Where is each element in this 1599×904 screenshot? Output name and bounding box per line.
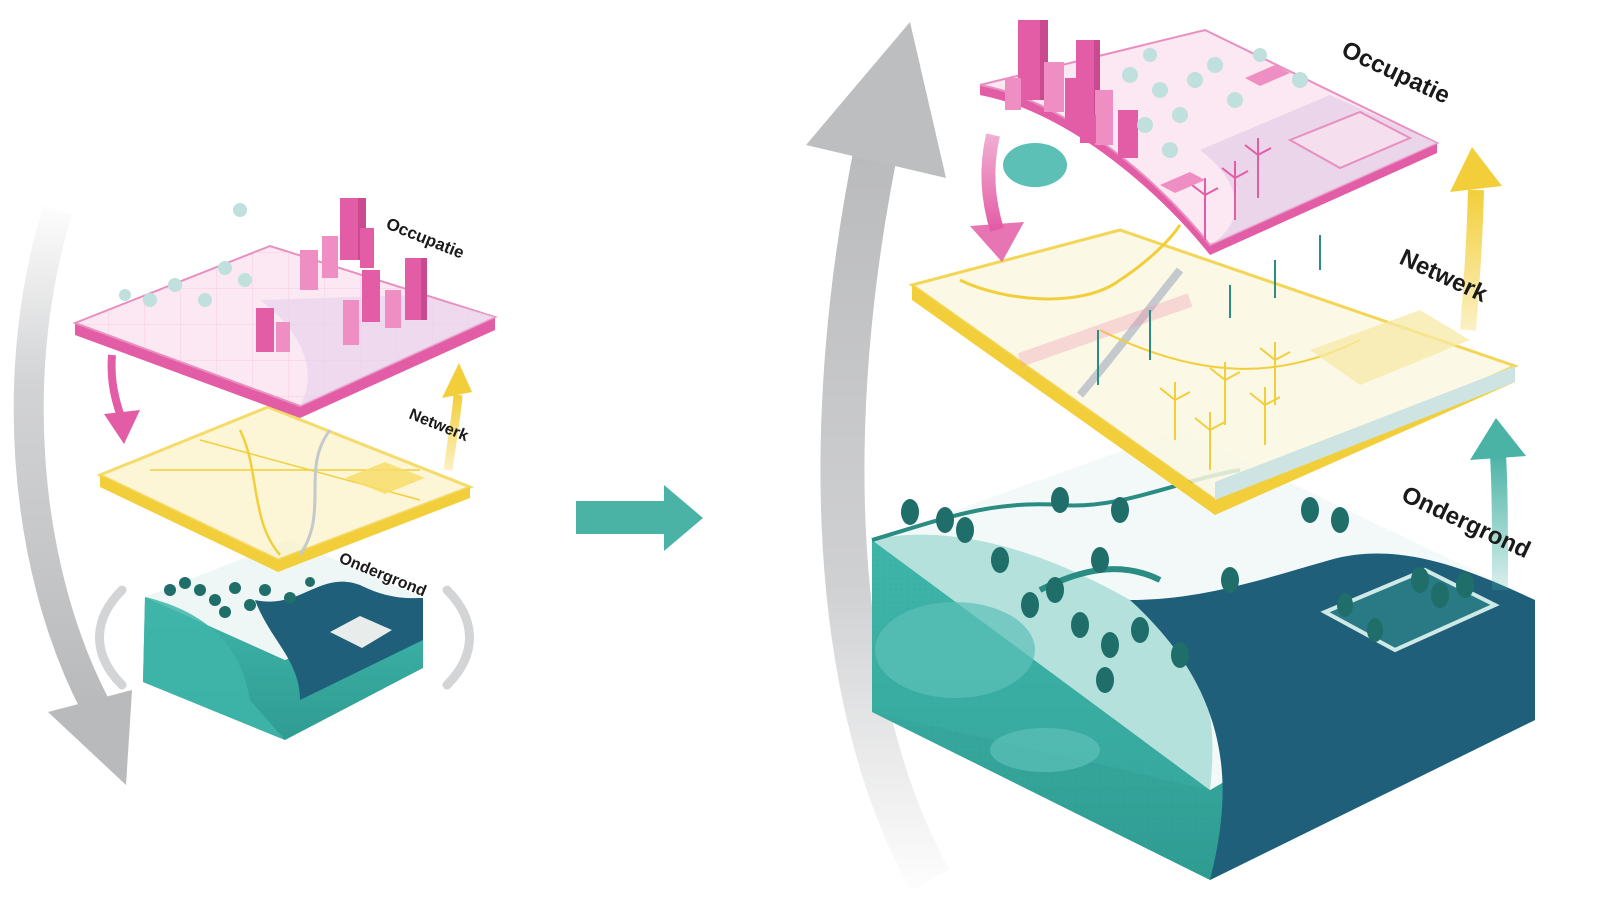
large-stack: Occupatie Netwerk Ondergrond	[806, 20, 1535, 891]
wind-turbine-icon	[1191, 138, 1272, 240]
flow-arrow-down-icon	[104, 354, 140, 444]
building-icon	[256, 198, 427, 352]
small-stack: Occupatie Netwerk Ondergrond	[13, 198, 498, 785]
flow-arrow-up-icon	[1450, 147, 1502, 331]
netwerk-layer-large	[908, 224, 1520, 515]
transition-arrow-icon	[576, 485, 703, 551]
building-icon	[1005, 20, 1138, 158]
tree-icon	[1122, 48, 1308, 158]
ondergrond-layer-large	[871, 430, 1535, 880]
cycle-arrow-icon	[806, 22, 950, 891]
pylon-icon	[1097, 235, 1321, 385]
occupatie-label-small: Occupatie	[384, 214, 467, 262]
aquifer	[990, 728, 1100, 772]
flow-arrow-up-icon	[442, 363, 472, 471]
tree-icon	[119, 203, 252, 307]
occupatie-label-large: Occupatie	[1337, 36, 1454, 110]
tree-icon	[164, 577, 315, 618]
water-basin	[1003, 143, 1067, 187]
occupatie-layer-large	[979, 20, 1440, 255]
flow-arrow-up-icon	[1470, 418, 1526, 591]
aquifer	[875, 602, 1035, 698]
tree-icon	[901, 487, 1474, 693]
wind-turbine-icon	[1159, 342, 1291, 470]
cycle-arrow-icon	[13, 205, 132, 785]
netwerk-label-small: Netwerk	[407, 406, 471, 445]
occupatie-layer-small	[72, 198, 498, 418]
netwerk-layer-small	[96, 405, 475, 572]
ondergrond-layer-small	[143, 540, 423, 740]
bracket-left	[95, 585, 127, 690]
bracket-right	[442, 585, 474, 690]
flow-arrow-down-icon	[970, 133, 1024, 262]
